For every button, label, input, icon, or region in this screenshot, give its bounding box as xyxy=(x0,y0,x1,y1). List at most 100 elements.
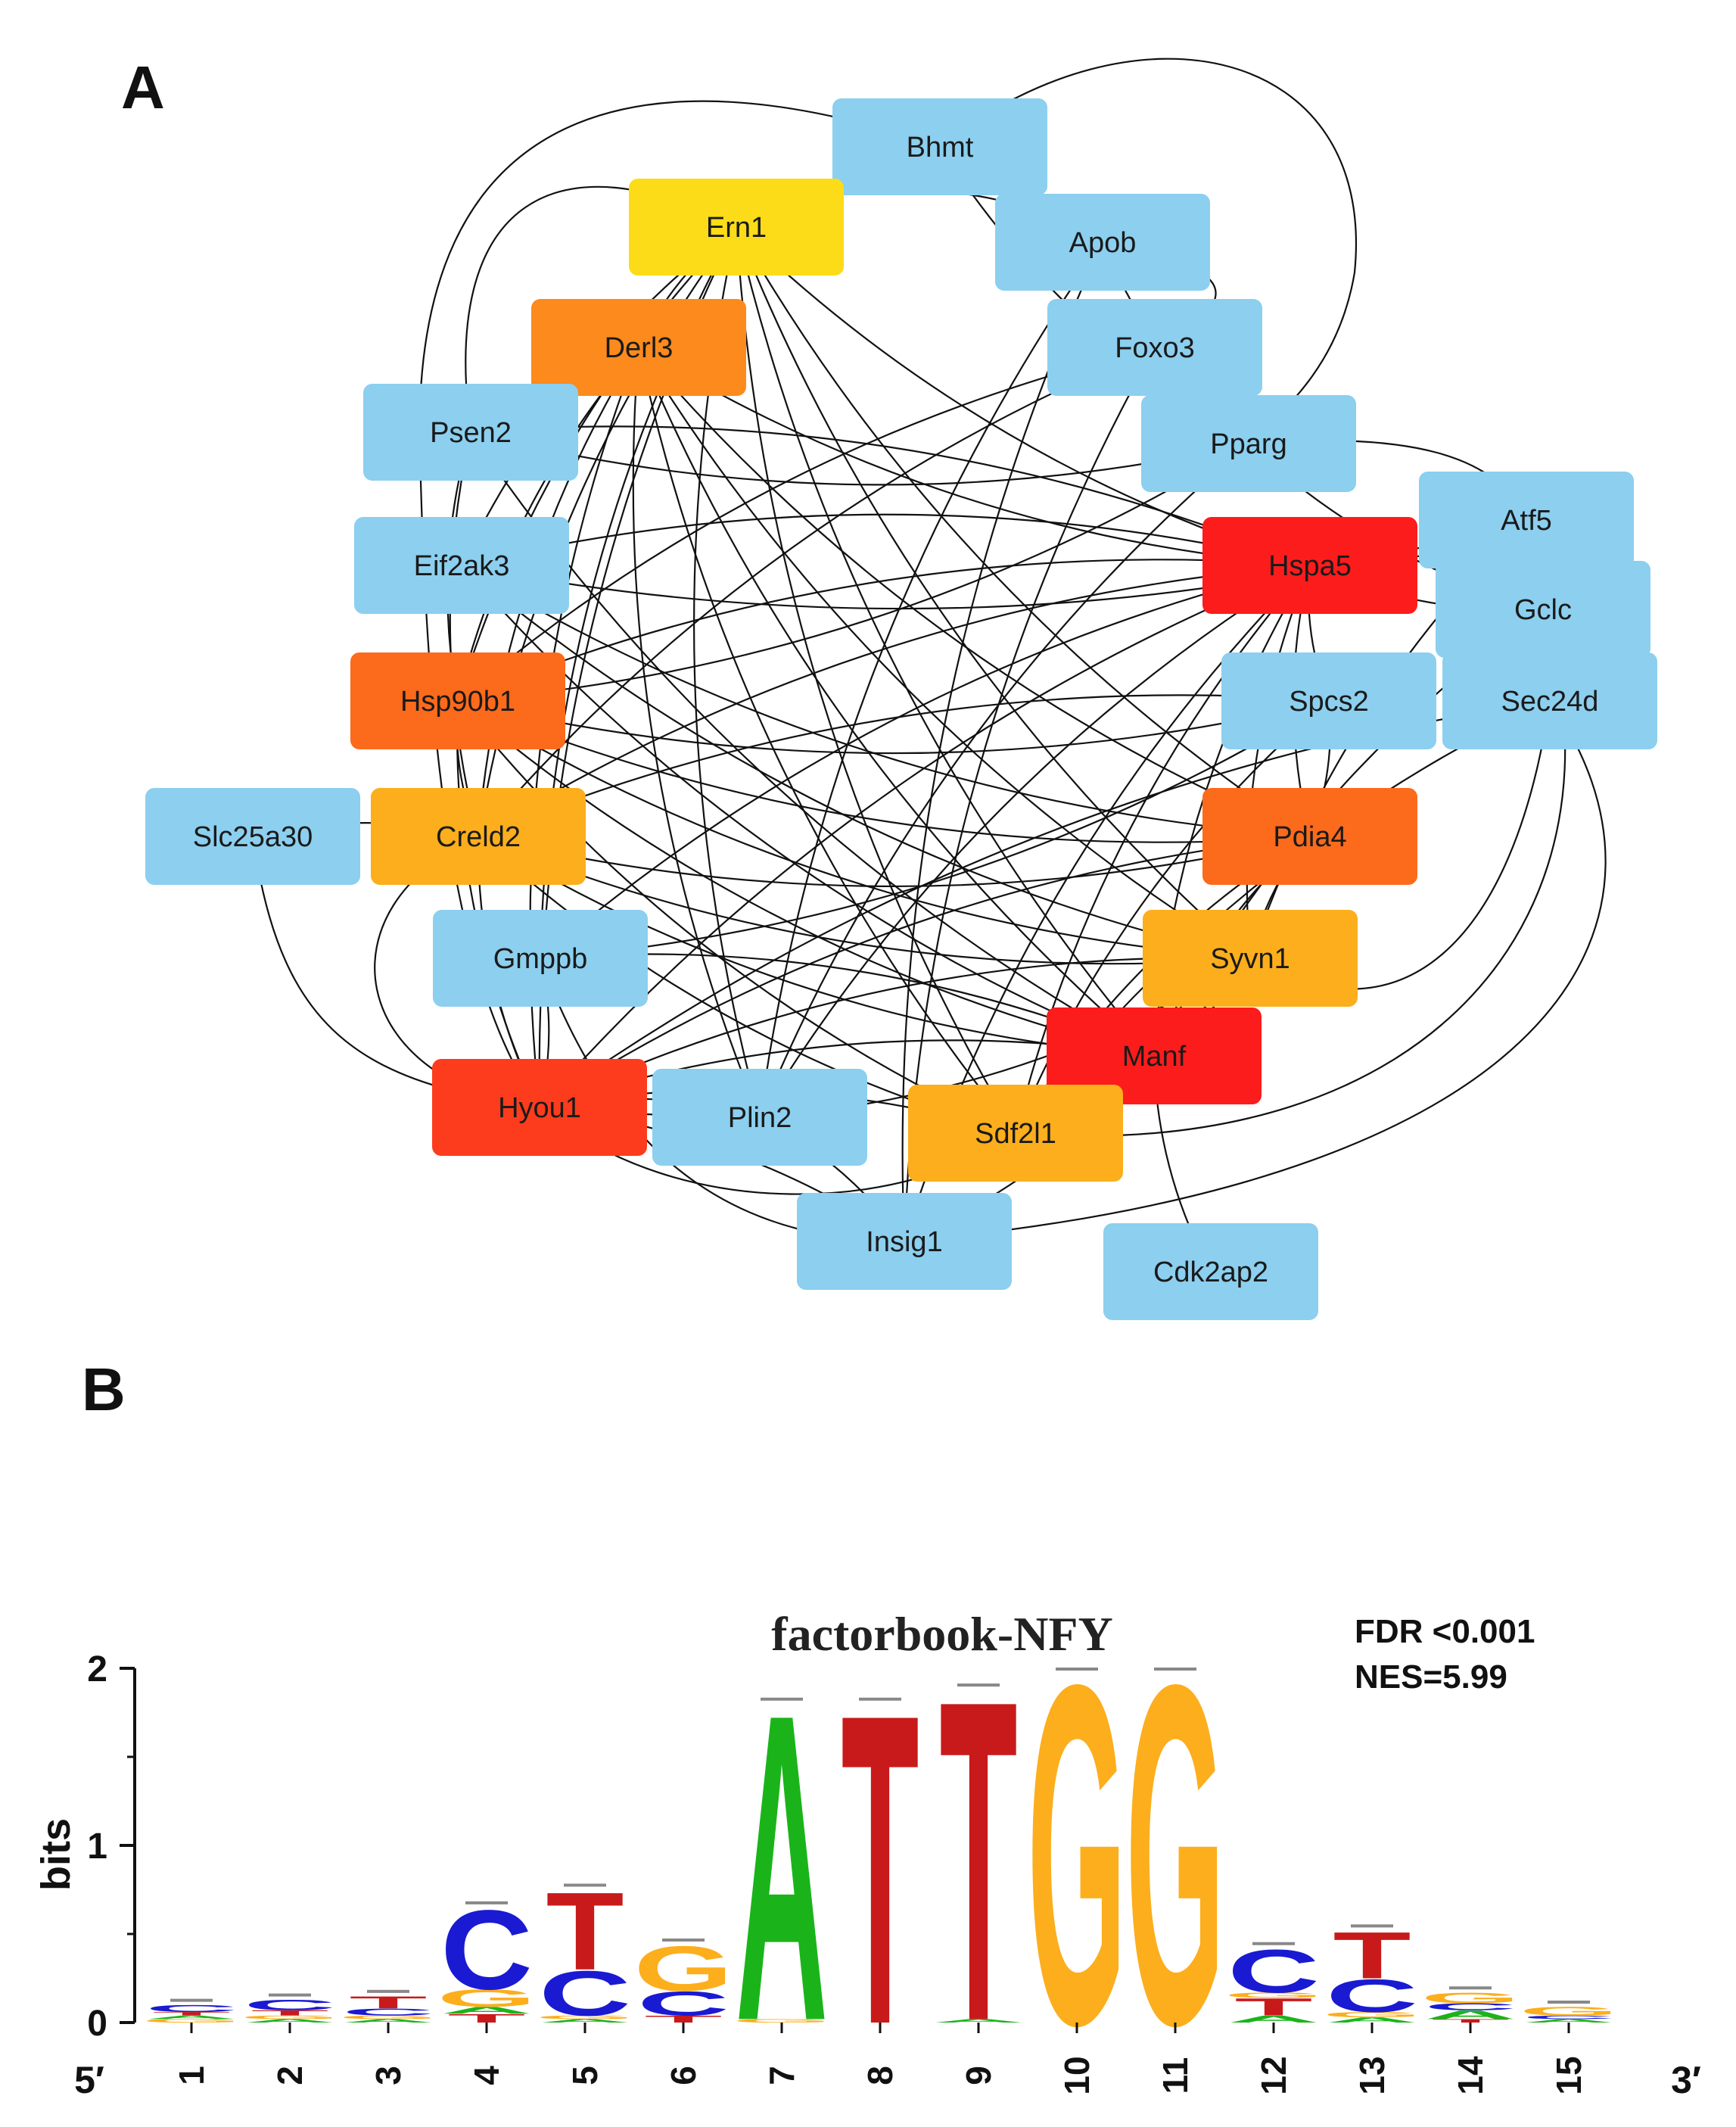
logo-letter-6-T: T xyxy=(645,2013,723,2024)
edge-Hsp90b1-Hyou1 xyxy=(456,700,540,1108)
three-prime-label: 3′ xyxy=(1671,2059,1701,2101)
edge-Eif2ak3-Syvn1 xyxy=(461,565,1251,960)
y-axis-label: bits xyxy=(33,1818,79,1891)
edge-Hsp90b1-Pparg xyxy=(457,443,1249,702)
edge-Sec24d-Insig1 xyxy=(904,700,1607,1243)
node-label: Slc25a30 xyxy=(193,821,313,853)
logo-letter-3-A: A xyxy=(342,2018,434,2023)
node-ern1: Ern1 xyxy=(629,179,844,276)
node-apob: Apob xyxy=(995,194,1210,291)
logo-letter-4-A: A xyxy=(440,2005,533,2016)
logo-letter-2-C: C xyxy=(244,1997,336,2013)
logo-letter-1-A: A xyxy=(145,2014,238,2020)
logo-letter-9-A: A xyxy=(932,2018,1025,2023)
node-pparg: Pparg xyxy=(1141,395,1356,492)
node-insig1: Insig1 xyxy=(797,1193,1012,1290)
edge-Hspa5-Psen2 xyxy=(470,425,1311,567)
logo-letter-7-G: G xyxy=(732,2018,831,2023)
logo-letter-13-T: T xyxy=(1333,1918,1411,1992)
node-gclc: Gclc xyxy=(1436,561,1650,658)
node-hyou1: Hyou1 xyxy=(432,1059,647,1156)
position-label-2: 2 xyxy=(270,2066,310,2085)
node-box xyxy=(1047,299,1262,396)
panel-b-label: B xyxy=(82,1356,126,1423)
node-box xyxy=(1442,652,1657,749)
fdr-value: FDR <0.001 xyxy=(1355,1613,1535,1650)
node-label: Ern1 xyxy=(706,212,767,244)
panel-a-label: A xyxy=(121,54,165,121)
five-prime-label: 5′ xyxy=(74,2059,104,2101)
node-box xyxy=(1221,652,1436,749)
node-box xyxy=(995,194,1210,291)
node-label: Pdia4 xyxy=(1273,821,1346,853)
node-box xyxy=(371,788,586,885)
logo-letter-10-G: G xyxy=(1027,1585,1126,2126)
node-hspa5: Hspa5 xyxy=(1202,517,1417,614)
position-label-11: 11 xyxy=(1156,2057,1195,2094)
node-label: Foxo3 xyxy=(1115,332,1195,364)
logo-letter-2-G: G xyxy=(240,2014,339,2020)
logo-letter-1-T: T xyxy=(153,2011,231,2016)
position-label-4: 4 xyxy=(467,2066,506,2085)
logo-letter-14-T: T xyxy=(1432,2018,1510,2023)
edge-Hsp90b1-Syvn1 xyxy=(457,700,1251,960)
position-label-10: 10 xyxy=(1057,2056,1097,2094)
position-label-14: 14 xyxy=(1451,2056,1490,2095)
edge-Hsp90b1-Spcs2 xyxy=(457,699,1330,755)
logo-letter-6-G: G xyxy=(633,1933,733,2004)
sequence-logo: factorbook-NFY FDR <0.001 NES=5.99 bits … xyxy=(33,1585,1701,2126)
node-label: Plin2 xyxy=(728,1102,792,1134)
logo-letter-15-A: A xyxy=(1523,2018,1615,2023)
node-box xyxy=(145,788,360,885)
node-label: Atf5 xyxy=(1501,505,1552,537)
edge-Gmppb-Spcs2 xyxy=(540,700,1330,960)
node-box xyxy=(1436,561,1650,658)
node-box xyxy=(433,910,648,1007)
node-label: Insig1 xyxy=(866,1226,942,1258)
edge-Hspa5-Creld2 xyxy=(478,564,1311,837)
node-label: Gmppb xyxy=(493,943,588,975)
edge-Hspa5-Eif2ak3 xyxy=(461,513,1311,567)
node-hsp90b1: Hsp90b1 xyxy=(350,652,565,749)
edge-Hspa5-Hsp90b1 xyxy=(457,559,1311,702)
logo-letter-15-G: G xyxy=(1519,2004,1618,2018)
logo-letter-3-G: G xyxy=(338,2014,437,2020)
logo-letter-7-A: A xyxy=(736,1624,828,2113)
node-label: Spcs2 xyxy=(1289,686,1369,718)
node-label: Psen2 xyxy=(430,417,512,449)
edge-Psen2-Pparg xyxy=(470,431,1249,486)
edge-Hspa5-Plin2 xyxy=(759,565,1311,1118)
node-slc25a30: Slc25a30 xyxy=(145,788,360,885)
node-label: Gclc xyxy=(1514,594,1572,626)
edge-Derl3-Syvn1 xyxy=(638,347,1251,959)
node-label: Hsp90b1 xyxy=(400,686,515,718)
logo-letter-5-A: A xyxy=(539,2018,631,2023)
logo-letter-12-G: G xyxy=(1224,1992,1323,2000)
edge-Pparg-Plin2 xyxy=(758,443,1249,1118)
logo-letter-2-A: A xyxy=(244,2018,336,2023)
node-box xyxy=(1103,1223,1318,1320)
position-label-6: 6 xyxy=(664,2066,703,2085)
node-box xyxy=(350,652,565,749)
edge-Hsp90b1-Pdia4 xyxy=(457,699,1311,843)
edge-Ern1-Manf xyxy=(735,226,1155,1057)
node-box xyxy=(1419,472,1634,568)
edge-Foxo3-Hsp90b1 xyxy=(457,346,1156,702)
logo-letter-1-G: G xyxy=(142,2018,241,2023)
node-box xyxy=(652,1069,867,1166)
edge-Apob-Insig1 xyxy=(901,241,1103,1242)
logo-letter-8-T: T xyxy=(842,1622,919,2117)
position-label-15: 15 xyxy=(1549,2056,1588,2094)
node-box xyxy=(363,384,578,481)
logo-letter-13-C: C xyxy=(1326,1970,1418,2022)
y-tick-label-0: 0 xyxy=(87,2004,107,2044)
edge-Derl3-Plin2 xyxy=(632,347,761,1118)
position-label-3: 3 xyxy=(369,2066,408,2085)
logo-letter-4-T: T xyxy=(448,2011,526,2025)
edge-Psen2-Creld2 xyxy=(449,431,480,837)
node-bhmt: Bhmt xyxy=(832,98,1047,195)
